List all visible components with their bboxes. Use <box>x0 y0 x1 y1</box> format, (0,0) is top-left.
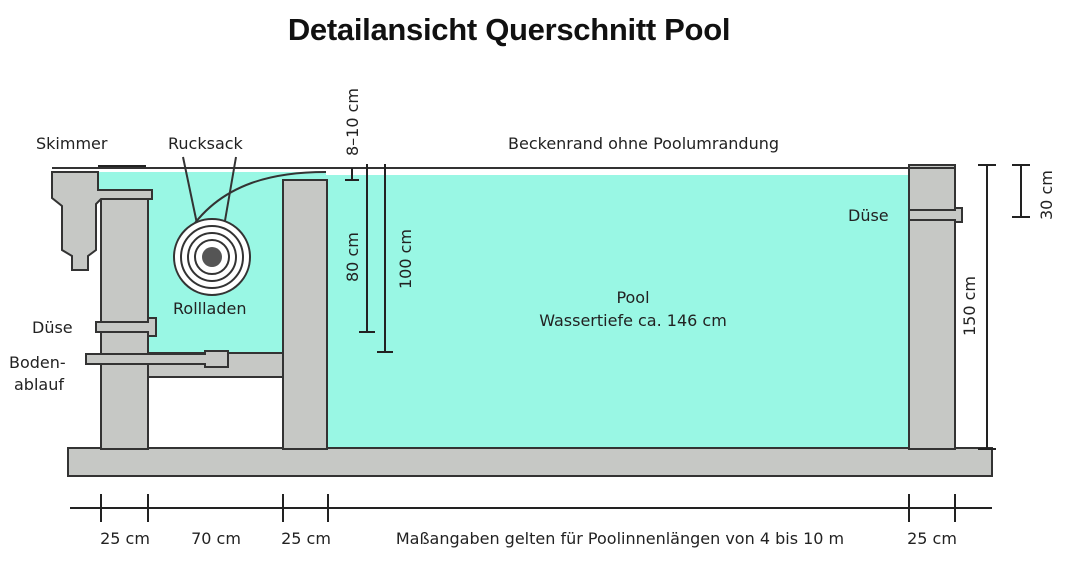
label-height-150: 150 cm <box>960 276 979 336</box>
bodenablauf-pipe <box>85 350 229 368</box>
label-rim-gap: 8–10 cm <box>343 88 362 156</box>
dim-label-25-right: 25 cm <box>907 529 957 548</box>
label-rollladen: Rollladen <box>173 299 246 318</box>
label-duese-left: Düse <box>32 318 73 337</box>
label-duese-right: Düse <box>848 206 889 225</box>
dim-label-25-left: 25 cm <box>100 529 150 548</box>
diagram-title: Detailansicht Querschnitt Pool <box>287 12 731 47</box>
duese-left-pipe <box>95 317 157 337</box>
skimmer-body <box>51 171 153 271</box>
label-depth-100: 100 cm <box>396 229 415 289</box>
pool-water <box>326 175 910 450</box>
dim-label-25-middle: 25 cm <box>281 529 331 548</box>
rollladen-axle <box>202 247 222 267</box>
floor-slab <box>67 447 993 477</box>
shutter-cover <box>185 171 327 237</box>
label-depth-80: 80 cm <box>343 232 362 282</box>
label-height-30: 30 cm <box>1037 170 1056 220</box>
label-skimmer: Skimmer <box>36 134 108 153</box>
middle-wall <box>282 179 328 450</box>
dim-note: Maßangaben gelten für Poolinnenlängen vo… <box>396 529 844 548</box>
label-rucksack: Rucksack <box>168 134 244 153</box>
rollladen-coil <box>187 232 237 282</box>
rollladen-coil <box>180 225 244 289</box>
label-water-depth: Wassertiefe ca. 146 cm <box>539 311 727 330</box>
label-bodenablauf-2: ablauf <box>14 375 64 394</box>
label-bodenablauf-1: Boden- <box>9 353 66 372</box>
rollladen-coil <box>194 239 230 275</box>
dim-label-70: 70 cm <box>191 529 241 548</box>
label-rim: Beckenrand ohne Poolumrandung <box>508 134 779 153</box>
right-wall <box>908 164 956 450</box>
label-pool: Pool <box>616 288 649 307</box>
duese-right-pipe <box>908 207 963 223</box>
